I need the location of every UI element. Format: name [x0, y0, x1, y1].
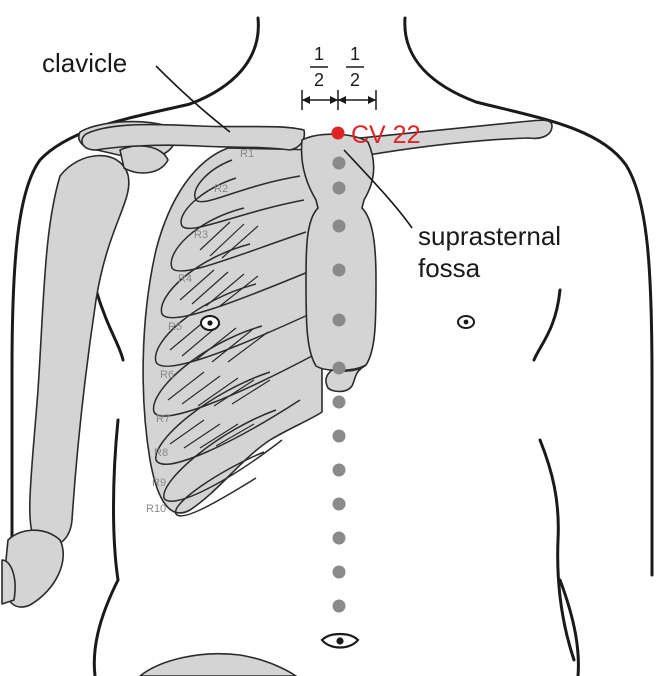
rib-label: R5: [168, 321, 182, 333]
suprasternal-label-line2: fossa: [418, 253, 481, 283]
nipple-icon: [457, 315, 475, 329]
cv22-point: [331, 126, 345, 140]
half-left-numerator: 1: [314, 44, 324, 64]
half-left-denominator: 2: [314, 70, 324, 90]
suprasternal-label-line1: suprasternal: [418, 221, 561, 251]
rib-label: R7: [156, 413, 170, 425]
rib-labels: R1 R2 R3 R4 R5 R6 R7 R8 R9 R10: [146, 148, 254, 515]
clavicles: [81, 119, 553, 157]
rib-label: R4: [178, 273, 192, 285]
clavicle-label: clavicle: [42, 48, 127, 78]
acupoint-label: CV 22: [351, 121, 420, 149]
nipple-icon: [200, 315, 220, 331]
rib-label: R2: [214, 183, 228, 195]
humerus-bone: [1, 154, 130, 608]
midline-dots: [332, 156, 346, 613]
rib-label: R9: [152, 477, 166, 489]
pelvis-bone: [139, 652, 297, 676]
half-cun-measure: 1 2 1 2: [301, 44, 377, 110]
rib-label: R10: [146, 503, 166, 515]
rib-label: R8: [154, 447, 168, 459]
half-right-numerator: 1: [350, 44, 360, 64]
rib-label: R1: [240, 148, 254, 160]
intercostal-hatching: [167, 221, 271, 449]
clavicle-leader-line: [155, 65, 231, 133]
half-right-denominator: 2: [350, 70, 360, 90]
suprasternal-leader-line: [343, 149, 413, 229]
navel-icon: [320, 632, 360, 649]
rib-label: R6: [160, 369, 174, 381]
rib-cage: [142, 147, 323, 517]
rib-label: R3: [194, 229, 208, 241]
sternum: [300, 133, 377, 393]
